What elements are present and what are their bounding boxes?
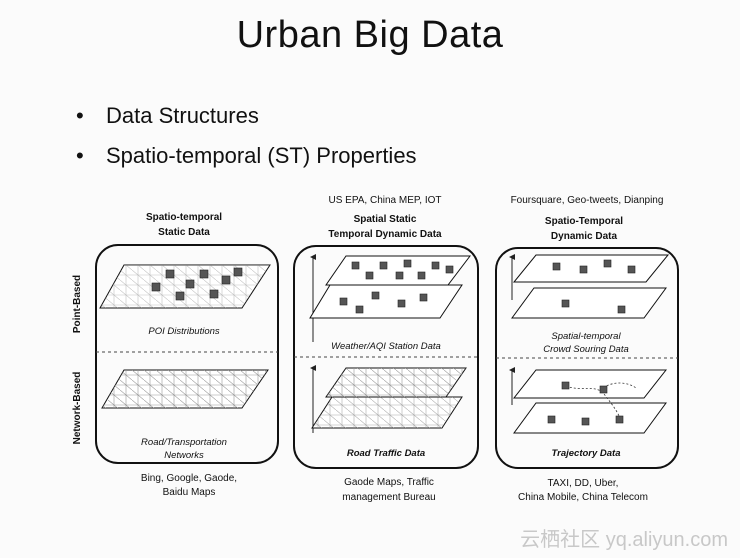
panel-col1: POI Distributions Road/Transportation Ne… [95,244,279,464]
bullet-dot-icon: • [76,103,84,128]
column-header-col2-line2: Temporal Dynamic Data [328,229,442,240]
panel-col2: Weather/AQI Station Data Road Traffic Da… [293,245,479,469]
caption-road-traffic: Road Traffic Data [347,448,425,459]
caption-weather-aqi: Weather/AQI Station Data [331,341,441,352]
bullet-dot-icon: • [76,143,84,168]
bullet-text: Data Structures [106,103,259,128]
trajectory-path [565,385,620,421]
sources-col2: Gaode Maps, Traffic [344,477,434,488]
row-label-point: Point-Based [72,275,83,333]
watermark: 云栖社区 yq.aliyun.com [520,528,728,551]
sources-col3-line2: China Mobile, China Telecom [518,492,648,503]
trajectory-layer-front [512,369,668,399]
column-header-col2: Spatial Static [354,214,417,225]
caption-crowd-sourcing: Spatial-temporal [551,331,621,342]
column-header-col3-line2: Dynamic Data [551,231,618,242]
column-header-col1-line2: Static Data [158,227,210,238]
sources-col2-line2: management Bureau [342,492,435,503]
slide-title: Urban Big Data [236,14,504,56]
poi-marker-icons [151,267,243,301]
caption-crowd-sourcing-line2: Crowd Souring Data [543,344,629,355]
caption-trajectory: Trajectory Data [552,448,621,459]
sources-col3: TAXI, DD, Uber, [548,478,619,489]
caption-road-networks-line2: Networks [164,450,204,461]
caption-road-networks: Road/Transportation [141,437,227,448]
column-header-col1: Spatio-temporal [146,212,222,223]
station-layer-back [309,284,463,319]
source-label-col2: US EPA, China MEP, IOT [328,195,441,206]
bullet-item: • Spatio-temporal (ST) Properties [76,136,417,176]
trajectory-layer-back [513,402,667,434]
station-marker-icons [351,259,454,280]
row-label-network: Network-Based [72,372,83,445]
crowd-marker-icons [552,259,636,274]
bullet-text: Spatio-temporal (ST) Properties [106,143,417,168]
crowd-layer-front [512,254,670,283]
source-label-col3: Foursquare, Geo-tweets, Dianping [511,195,664,206]
caption-poi: POI Distributions [148,326,220,337]
panel-col3: Spatial-temporal Crowd Souring Data Traj… [495,247,679,469]
bullet-item: • Data Structures [76,96,417,136]
column-header-col3: Spatio-Temporal [545,216,623,227]
sources-col1-line2: Baidu Maps [163,487,216,498]
crowd-layer-back [511,287,667,319]
bullet-list: • Data Structures • Spatio-temporal (ST) P… [76,96,417,176]
sources-col1: Bing, Google, Gaode, [141,473,237,484]
